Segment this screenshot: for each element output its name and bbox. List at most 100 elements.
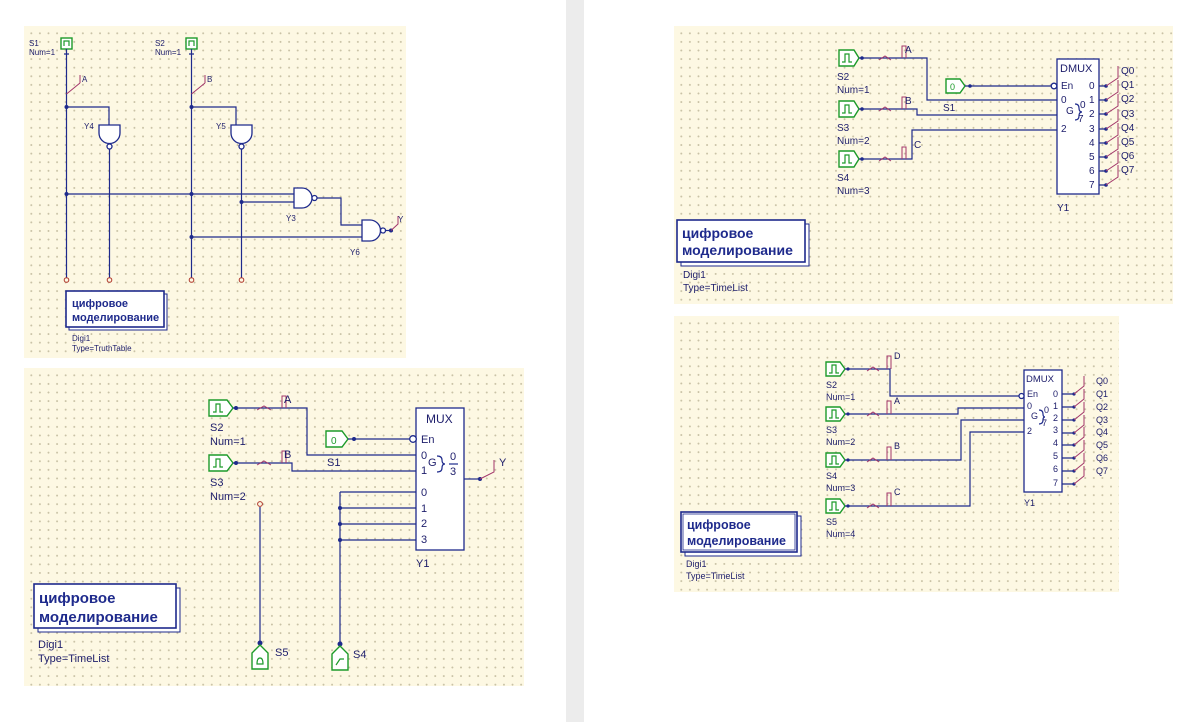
simulation-box-line1: цифровое: [687, 518, 751, 532]
mux-title: MUX: [426, 412, 453, 426]
dmux2-schematic: S2 Num=1 D S3 Num=2 A S4 Num=3 B S5 Num=…: [680, 351, 1108, 581]
flag-b: [191, 75, 206, 95]
source-s3[interactable]: [208, 454, 234, 472]
flag-d: [866, 355, 892, 372]
q1-label: Q1: [1121, 80, 1135, 91]
simulation-box[interactable]: цифровое моделирование: [680, 511, 802, 557]
dmux-output-flags: [1105, 66, 1119, 186]
svg-text:0: 0: [331, 436, 337, 447]
source-s1[interactable]: [60, 37, 73, 55]
dmux-g-bottom: 7: [1078, 114, 1084, 125]
s2-param: Num=1: [826, 392, 855, 402]
source-s5[interactable]: [251, 644, 269, 670]
flag-a: [866, 400, 892, 417]
source-s3[interactable]: [838, 100, 860, 118]
dmux-g: G: [1066, 106, 1074, 117]
q4-label: Q4: [1121, 123, 1135, 134]
dmux-out6: 6: [1089, 166, 1095, 177]
q0-label: Q0: [1096, 376, 1108, 386]
dmux-sel0: 0: [1061, 95, 1067, 106]
s5-label: S5: [826, 517, 837, 527]
dmux-y1[interactable]: [1050, 58, 1100, 195]
q7-label: Q7: [1121, 165, 1135, 176]
source-s1[interactable]: 0: [945, 78, 966, 94]
source-s1[interactable]: 0: [325, 430, 349, 448]
wire-b: [845, 419, 1024, 461]
s3-param: Num=2: [837, 136, 870, 147]
source-s4[interactable]: [825, 452, 846, 468]
sheet-mux[interactable]: S2 Num=1 A S3 Num=2 B 0 S1 MUX En 0 1 G …: [24, 368, 524, 686]
dmux-y1[interactable]: [1018, 369, 1063, 493]
digi-type: Type=TimeList: [686, 571, 745, 581]
net-b-label: B: [905, 96, 912, 107]
mux-brace: [436, 455, 446, 473]
flag-a: [66, 75, 81, 95]
dmux-output-stubs: [1099, 85, 1106, 186]
mux-in2: 2: [421, 518, 427, 530]
dmux-out5: 5: [1089, 152, 1095, 163]
q3-label: Q3: [1121, 109, 1135, 120]
dmux-title: DMUX: [1060, 63, 1093, 75]
gate-y5[interactable]: [230, 124, 253, 150]
net-a-label: A: [82, 75, 88, 84]
s4-param: Num=3: [826, 483, 855, 493]
source-s4[interactable]: [838, 150, 860, 168]
gate-y4[interactable]: [98, 124, 121, 150]
sheet-dmux-2[interactable]: S2 Num=1 D S3 Num=2 A S4 Num=3 B S5 Num=…: [674, 316, 1119, 592]
flag-c: [866, 492, 892, 509]
net-a-label: A: [905, 45, 912, 56]
dmux-out3: 3: [1089, 124, 1095, 135]
net-a-label: A: [894, 396, 900, 406]
net-a-label: A: [284, 394, 292, 406]
mux-y1[interactable]: [409, 407, 465, 551]
source-s4[interactable]: [331, 645, 349, 671]
flag-c: [878, 146, 907, 162]
s4-label: S4: [837, 173, 850, 184]
gate-y6[interactable]: [361, 219, 387, 242]
simulation-box[interactable]: цифровое моделирование: [65, 290, 168, 331]
sheet-dmux-1[interactable]: S2 Num=1 A 0 S1 S3 Num=2 B S4 Num=3 C DM…: [674, 26, 1173, 304]
y1-label: Y1: [416, 558, 429, 570]
simulation-box[interactable]: цифровое моделирование: [33, 583, 181, 633]
s2-param: Num=1: [155, 48, 182, 57]
y1-label: Y1: [1057, 203, 1070, 214]
mux-sel1: 1: [421, 465, 427, 477]
digi-type: Type=TimeList: [683, 283, 748, 294]
source-s2[interactable]: [825, 361, 846, 377]
dmux-brace: [1038, 409, 1046, 425]
truth-table-schematic: S1 Num=1 S2 Num=1 A B Y4 Y5 Y3: [29, 37, 404, 353]
dmux-out6: 6: [1053, 464, 1058, 474]
mux-schematic: S2 Num=1 A S3 Num=2 B 0 S1 MUX En 0 1 G …: [33, 394, 507, 671]
y6-label: Y6: [350, 248, 360, 257]
net-c-label: C: [914, 140, 921, 151]
s3-param: Num=2: [826, 437, 855, 447]
source-s2[interactable]: [208, 399, 234, 417]
s1-label: S1: [327, 457, 340, 469]
page-divider: [566, 0, 584, 722]
sheet-truth-table[interactable]: S1 Num=1 S2 Num=1 A B Y4 Y5 Y3: [24, 26, 406, 358]
dmux-sel2: 2: [1061, 124, 1067, 135]
source-s3[interactable]: [825, 406, 846, 422]
q3-label: Q3: [1096, 415, 1108, 425]
net-d-label: D: [894, 351, 901, 361]
wire-b-to-y5: [191, 106, 237, 125]
y4-label: Y4: [84, 122, 94, 131]
digi-name: Digi1: [686, 559, 707, 569]
digi-type: Type=TruthTable: [72, 344, 132, 353]
source-s2[interactable]: [185, 37, 198, 55]
dmux-sel0: 0: [1027, 401, 1032, 411]
s1-param: Num=1: [29, 48, 56, 57]
source-s5[interactable]: [825, 498, 846, 514]
s2-label: S2: [210, 422, 223, 434]
simulation-box[interactable]: цифровое моделирование: [676, 219, 810, 267]
mux-in3: 3: [421, 534, 427, 546]
q6-label: Q6: [1096, 453, 1108, 463]
wire-a: [859, 57, 1057, 101]
simulation-box-line1: цифровое: [72, 298, 128, 310]
digi-name: Digi1: [683, 270, 706, 281]
source-s2[interactable]: [838, 49, 860, 67]
gate-y3[interactable]: [293, 187, 318, 209]
mux-in0: 0: [421, 487, 427, 499]
dmux-out4: 4: [1089, 138, 1095, 149]
q4-label: Q4: [1096, 427, 1108, 437]
